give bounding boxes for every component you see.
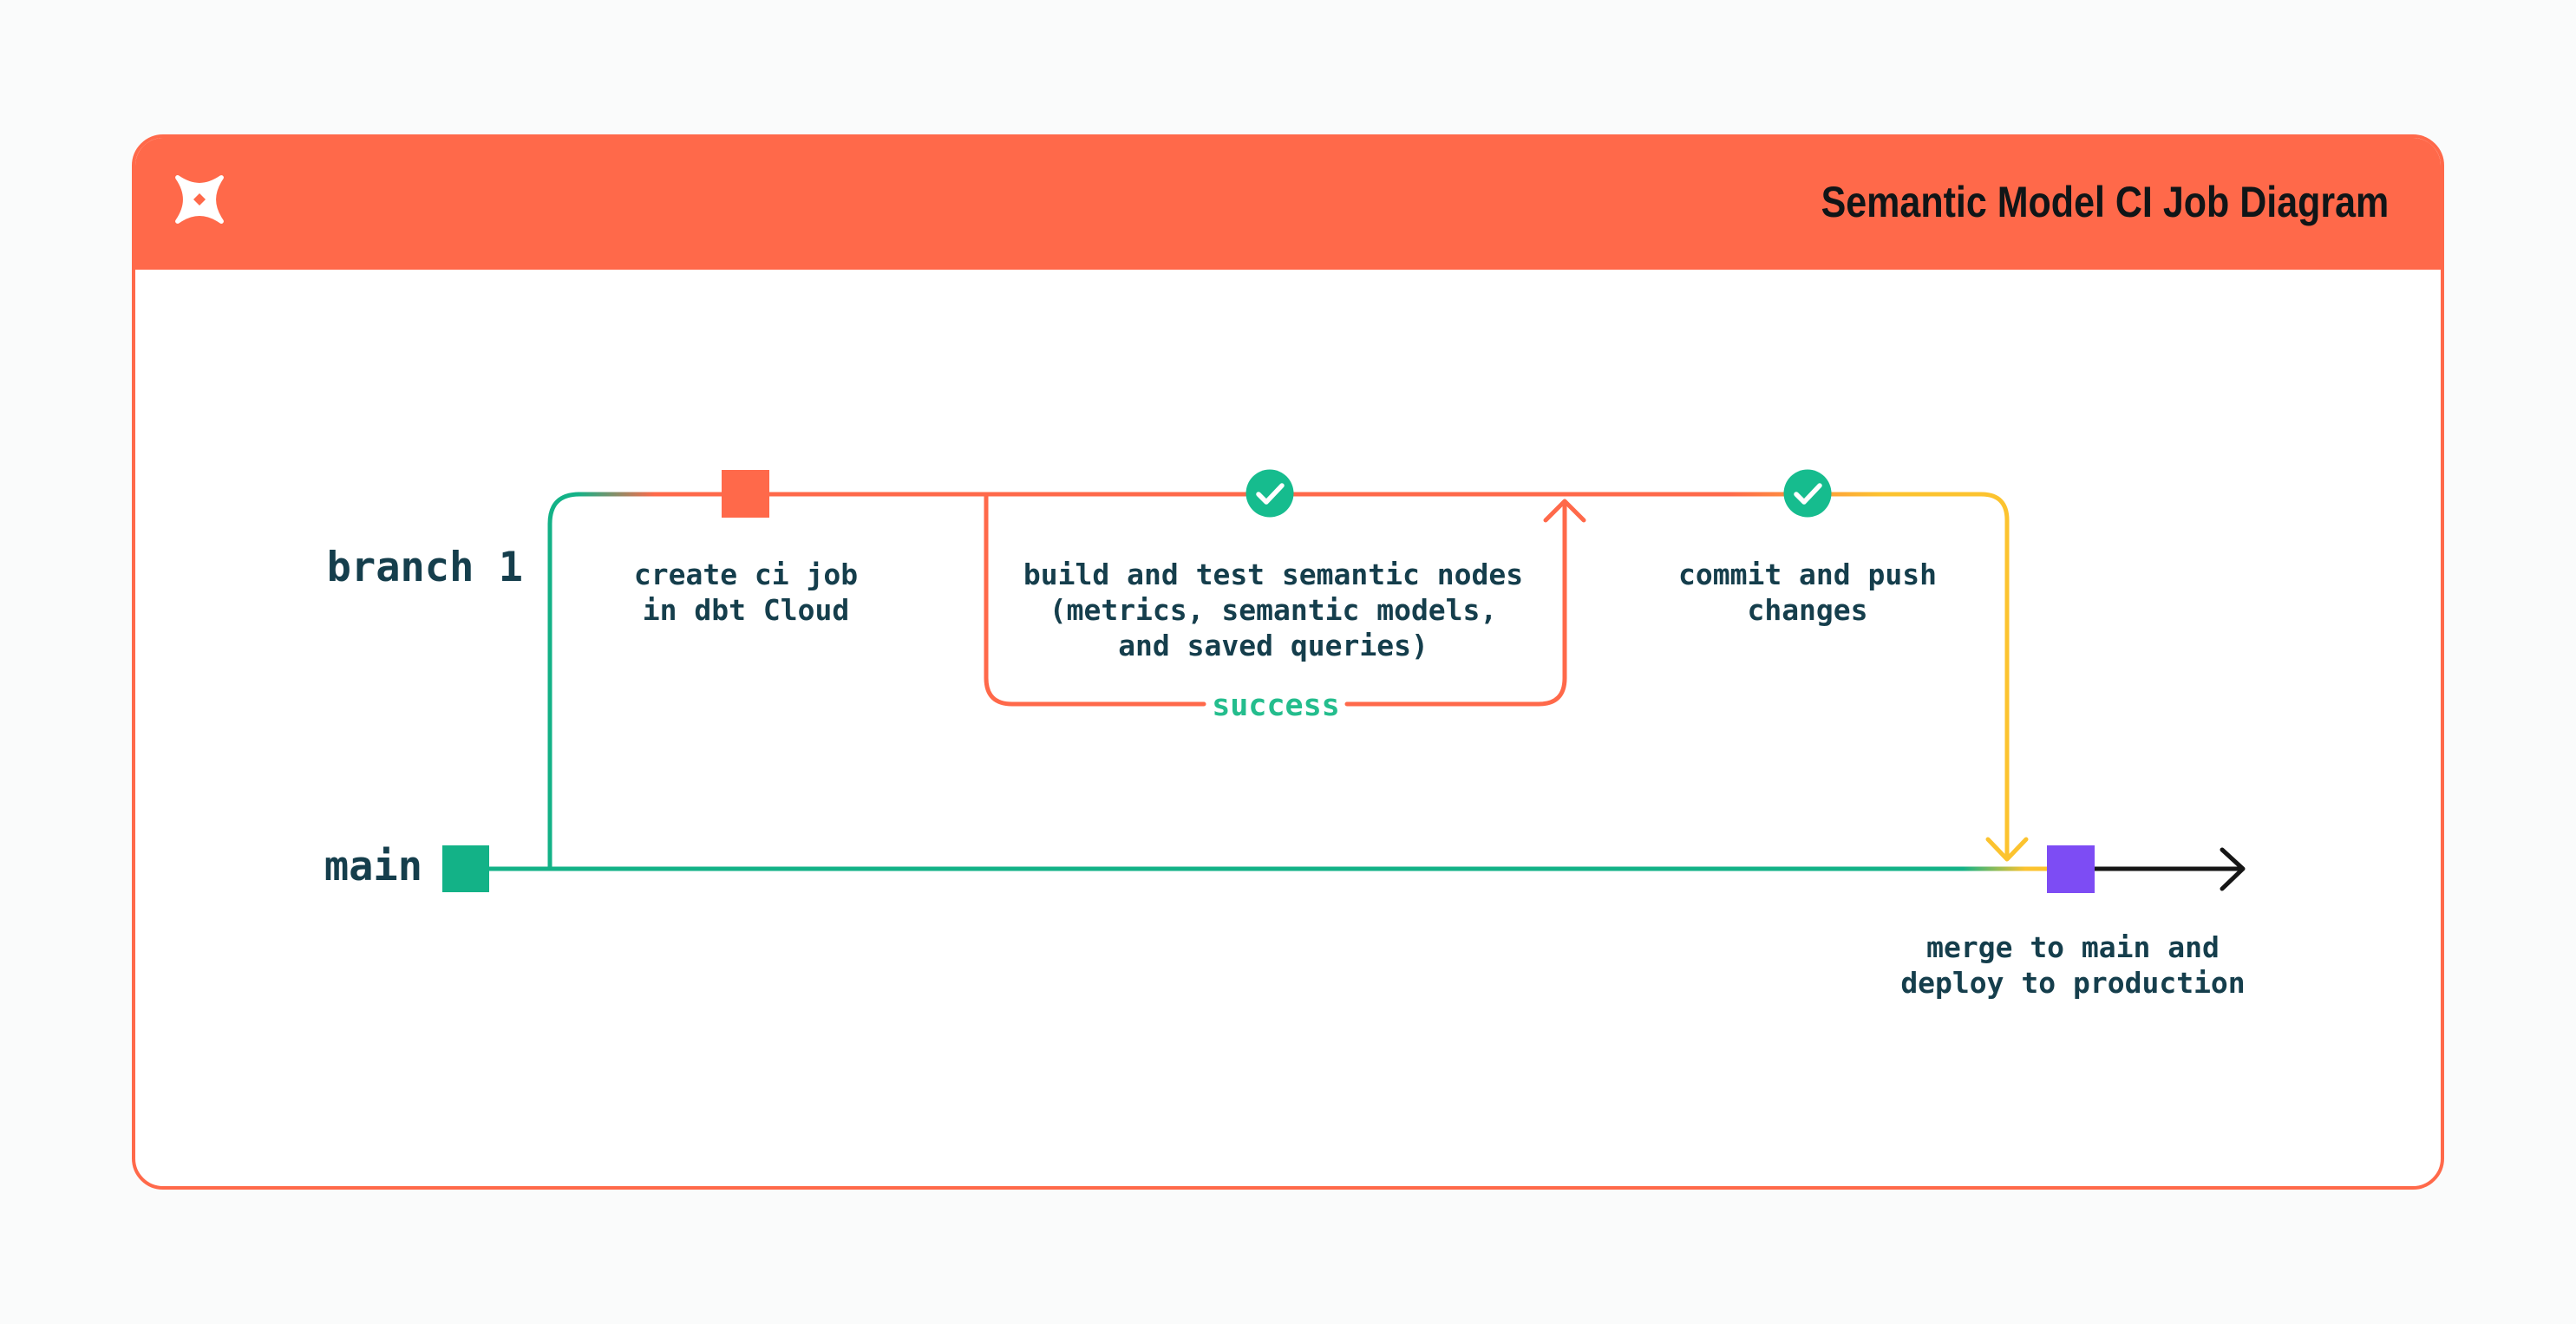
success-label: success [1212,688,1340,723]
step-label-commit-push: commit and push changes [1677,558,1937,627]
success-loop-arrowhead-icon [1543,499,1586,523]
success-loop-right [1344,502,1567,707]
merge-down-line [1978,492,2010,859]
step-label-merge-deploy: merge to main and deploy to production [1900,930,2246,1000]
merge-commit-square [2047,845,2095,893]
step-label-create-ci-job: create ci job in dbt Cloud [633,558,859,627]
main-commit-square [442,845,489,892]
diagram-card: Semantic Model CI Job Diagram [132,134,2444,1190]
build-test-check-icon [1246,469,1294,518]
merge-down-arrowhead-icon [1985,837,2029,862]
branch-checkout-line [547,492,582,870]
page-title: Semantic Model CI Job Diagram [1821,178,2389,226]
commit-push-check-icon [1783,469,1832,518]
dbt-logo-icon [175,175,224,224]
create-ci-job-square [722,470,769,518]
branch-1-label: branch 1 [326,544,523,591]
card-header: Semantic Model CI Job Diagram [135,138,2441,270]
success-loop-left [984,493,1206,707]
deploy-arrowhead-icon [2220,847,2246,891]
main-label: main [324,843,422,890]
step-label-build-test: build and test semantic nodes (metrics, … [1023,558,1524,662]
